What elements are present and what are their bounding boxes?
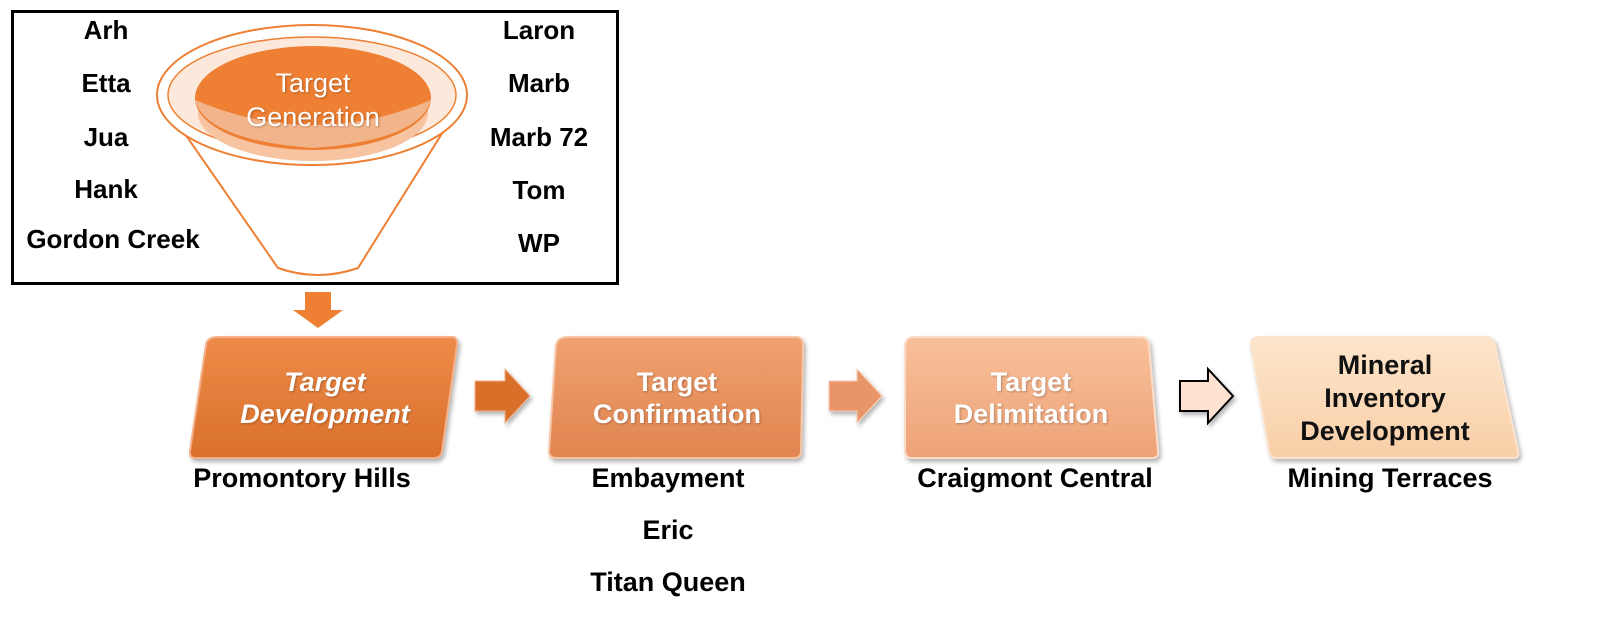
target-name: Tom	[512, 175, 566, 205]
target-name: Arh	[83, 15, 129, 45]
stage-label-line: Confirmation	[593, 399, 761, 429]
target-name: Gordon Creek	[26, 224, 200, 254]
stage-development-box	[188, 336, 459, 459]
stage-label-line: Target	[990, 367, 1072, 397]
arrow-right-icon-2	[828, 367, 883, 425]
stage-label-line: Inventory	[1324, 382, 1446, 413]
arrow-right-icon-1	[474, 367, 531, 425]
stage-mineral-inventory-label: Mineral Inventory Development	[1260, 340, 1510, 456]
target-name: Etta	[81, 68, 131, 98]
project-name: Titan Queen	[590, 567, 746, 597]
target-name: WP	[518, 228, 560, 258]
project-name: Eric	[642, 515, 694, 545]
stage-confirmation-label: Target Confirmation	[552, 340, 802, 456]
arrow-right-icon-3	[1179, 366, 1235, 426]
stage-label-line: Delimitation	[953, 399, 1109, 429]
project-name: Craigmont Central	[917, 463, 1153, 493]
funnel-title: Target Generation	[213, 66, 413, 134]
stage-delimitation-label: Target Delimitation	[906, 340, 1156, 456]
stage-label-line: Target	[284, 367, 366, 397]
funnel-title-line1: Target	[275, 68, 351, 98]
target-name: Marb	[507, 68, 571, 98]
stage-confirmation-box	[547, 336, 805, 459]
stage-delimitation-box	[904, 336, 1160, 459]
project-name: Promontory Hills	[193, 463, 411, 493]
target-name: Jua	[83, 122, 129, 152]
funnel-icon	[156, 24, 468, 276]
stage-development-label: Target Development	[200, 340, 450, 456]
stage-label-line: Development	[240, 399, 410, 429]
stage-mineral-inventory-box	[1249, 336, 1520, 459]
target-name: Laron	[502, 15, 576, 45]
project-name: Mining Terraces	[1287, 463, 1493, 493]
funnel-title-line2: Generation	[246, 102, 380, 132]
project-name: Embayment	[591, 463, 745, 493]
down-arrow-icon	[293, 292, 343, 328]
stage-label-line: Target	[636, 367, 718, 397]
target-name: Marb 72	[489, 122, 589, 152]
target-name: Hank	[74, 174, 138, 204]
target-generation-panel	[11, 10, 619, 285]
stage-label-line: Development	[1300, 415, 1470, 446]
stage-label-line: Mineral	[1337, 349, 1433, 380]
